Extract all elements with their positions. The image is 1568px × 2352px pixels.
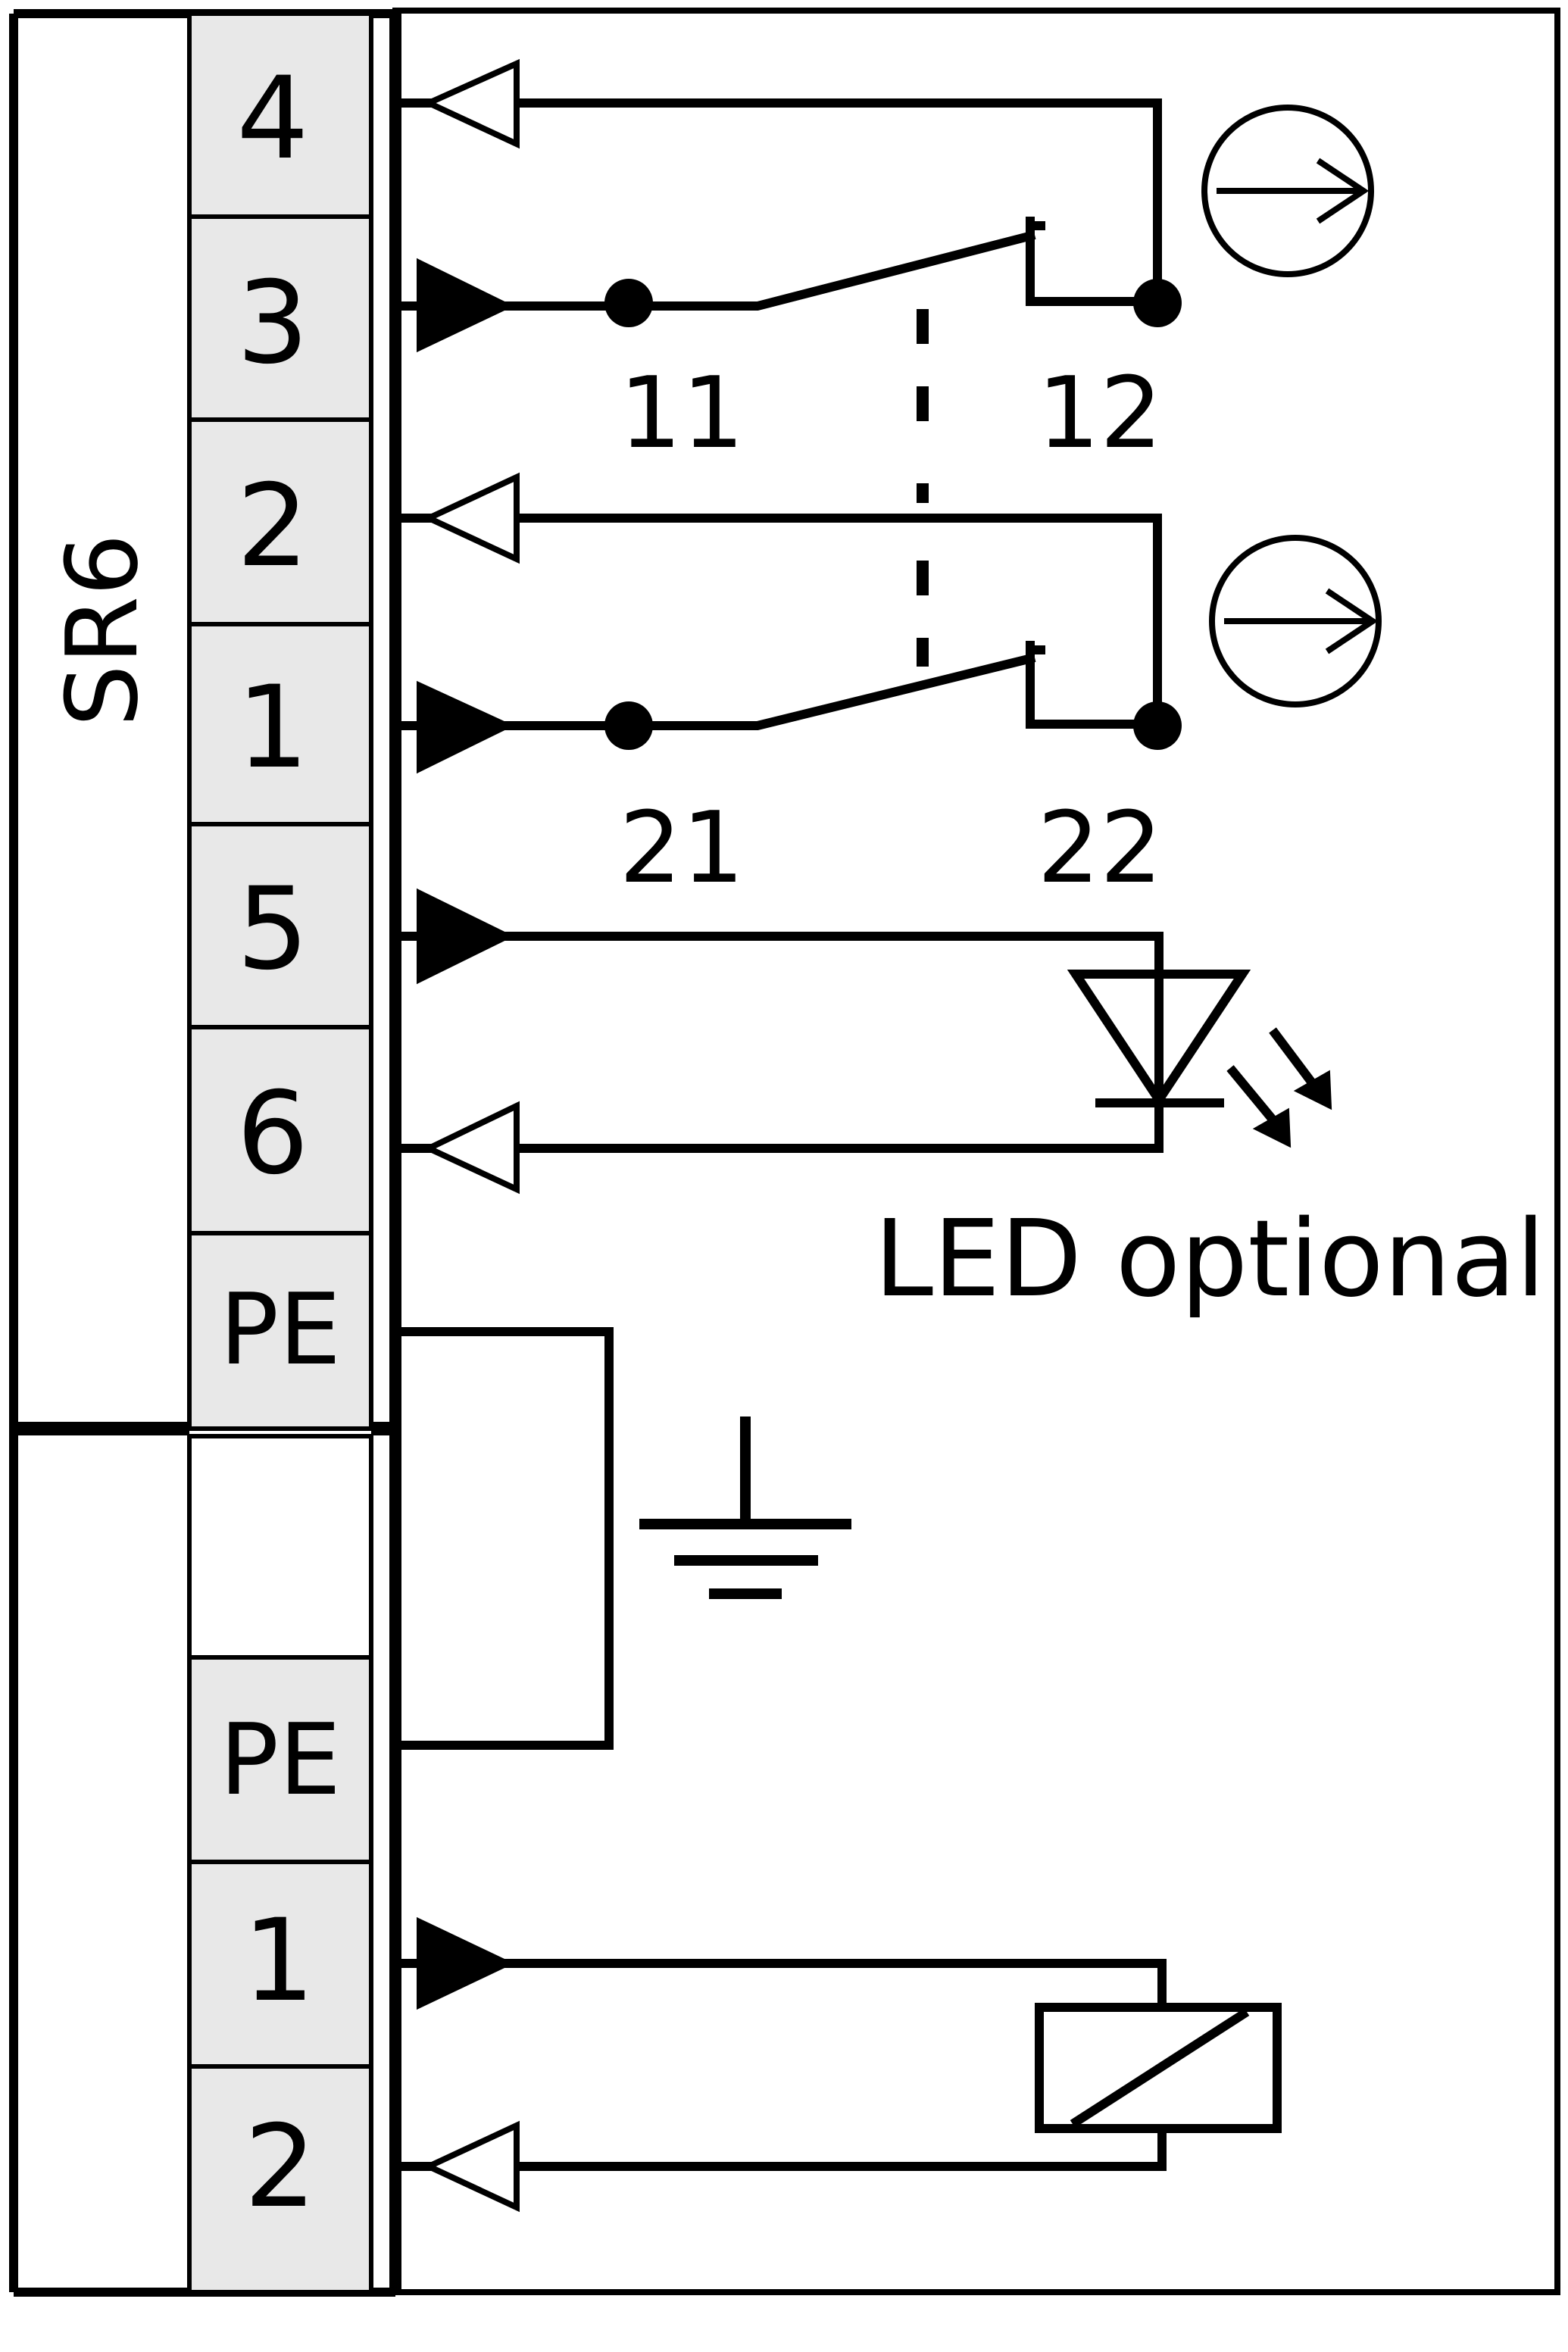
wire-terminal-4 xyxy=(398,98,1162,300)
dot-21 xyxy=(604,701,653,750)
direction-circle-icon xyxy=(1201,105,1374,277)
terminal-blank xyxy=(187,1434,373,1660)
contact-1-stop xyxy=(1026,217,1157,306)
terminal-label-2-coil: 2 xyxy=(244,2101,316,2233)
arrow-out-icon xyxy=(421,58,520,149)
led-diode-icon xyxy=(1067,970,1332,1148)
contact-label-11: 11 xyxy=(619,355,744,470)
arrow-out-icon xyxy=(421,1101,520,1195)
wire-coil-2 xyxy=(398,2127,1167,2171)
terminal-pe-2 xyxy=(187,1655,373,1864)
terminal-2-coil xyxy=(187,2064,373,2294)
arrow-out-icon xyxy=(421,472,520,564)
terminal-label-pe: PE xyxy=(220,1272,342,1387)
device-label: SR6 xyxy=(45,533,160,727)
wire-terminal-6 xyxy=(398,1106,1164,1153)
terminal-label-1: 1 xyxy=(236,662,308,794)
terminal-label-2: 2 xyxy=(236,461,308,592)
terminal-4 xyxy=(187,11,373,219)
terminal-label-1-coil: 1 xyxy=(242,1895,314,2027)
contact-label-22: 22 xyxy=(1037,790,1162,905)
contact-2-blade xyxy=(629,653,1036,730)
arrows-filled xyxy=(417,258,514,2010)
arrow-in-icon xyxy=(417,680,514,774)
arrow-in-icon xyxy=(417,888,514,985)
relay-coil-icon xyxy=(1035,2003,1282,2133)
terminal-strip-top xyxy=(187,11,373,1431)
arrow-in-icon xyxy=(417,258,514,353)
terminal-label-5: 5 xyxy=(236,864,308,995)
wire-terminal-2 xyxy=(398,514,1162,726)
terminal-pe xyxy=(187,1231,373,1431)
direction-circle-icon xyxy=(1209,535,1382,707)
contact-1-blade xyxy=(629,230,1036,311)
arrow-out-icon xyxy=(421,2120,520,2213)
contact-dots xyxy=(604,279,1182,750)
terminal-strip-bottom xyxy=(187,1434,373,2294)
contact-label-12: 12 xyxy=(1037,355,1162,470)
dot-11 xyxy=(604,279,653,327)
terminal-label-6: 6 xyxy=(236,1068,308,1200)
wire-terminal-5 xyxy=(398,932,1164,970)
wire-coil-1 xyxy=(398,1959,1167,2009)
terminal-6 xyxy=(187,1025,373,1235)
wire-pe-loop xyxy=(398,1327,614,1750)
arrow-in-icon xyxy=(417,1916,514,2010)
dot-12 xyxy=(1133,279,1182,327)
terminal-3 xyxy=(187,214,373,422)
contact-2-stop xyxy=(1026,641,1157,729)
terminal-label-4: 4 xyxy=(236,53,308,185)
terminal-label-pe-2: PE xyxy=(220,1702,342,1817)
contact-label-21: 21 xyxy=(619,790,744,905)
led-optional-note: LED optional xyxy=(874,1198,1545,1321)
terminal-label-3: 3 xyxy=(236,258,308,389)
ground-icon xyxy=(639,1417,851,1599)
dot-22 xyxy=(1133,701,1182,750)
arrows-hollow xyxy=(421,58,520,2213)
